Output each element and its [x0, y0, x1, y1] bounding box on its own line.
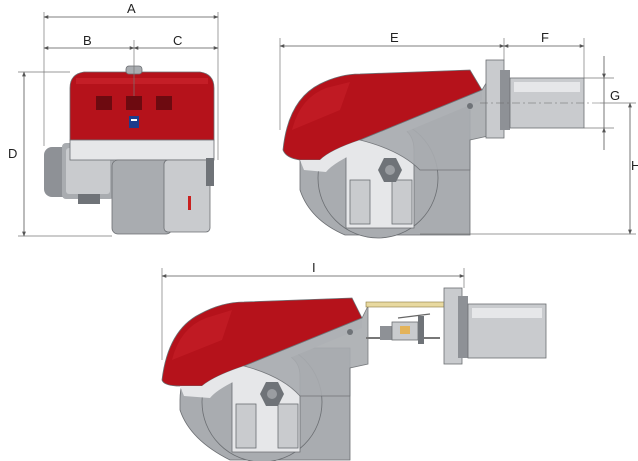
- service-view: I: [161, 260, 547, 461]
- label-b: B: [83, 33, 92, 48]
- label-e: E: [390, 30, 399, 45]
- service-hood: [161, 297, 363, 387]
- label-d: D: [8, 146, 17, 161]
- window-center: [126, 96, 142, 110]
- side-hood: [282, 69, 483, 161]
- service-slide-rail: [365, 301, 445, 308]
- label-f: F: [541, 30, 549, 45]
- logo-badge: [129, 116, 139, 128]
- side-view: E F G H: [279, 30, 638, 239]
- window-left: [96, 96, 112, 110]
- label-c: C: [173, 33, 182, 48]
- front-view: A B C D: [8, 1, 219, 237]
- window-right: [156, 96, 172, 110]
- label-i: I: [312, 260, 316, 275]
- label-h: H: [631, 158, 638, 173]
- label-a: A: [127, 1, 136, 16]
- label-g: G: [610, 88, 620, 103]
